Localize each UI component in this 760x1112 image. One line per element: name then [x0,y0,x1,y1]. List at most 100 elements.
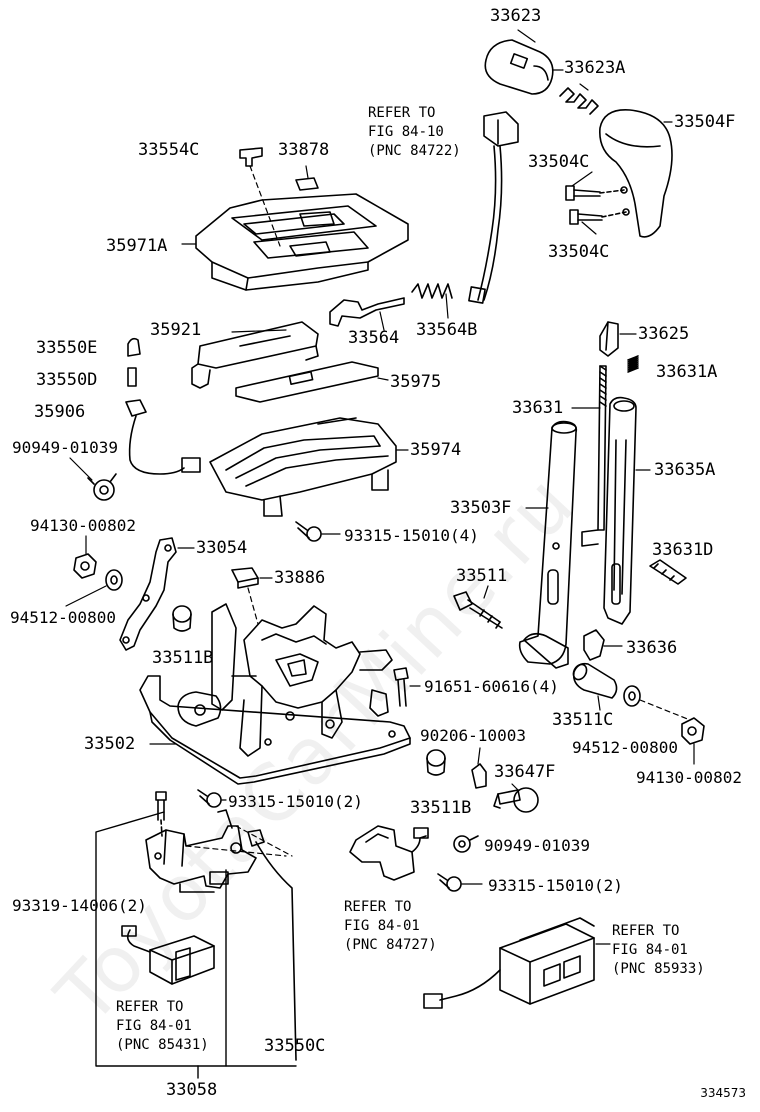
refer-line-2: FIG 84-10 [368,124,444,140]
refer-line-1: REFER TO [116,999,184,1015]
label-33647F: 33647F [494,762,556,782]
bracket-assembly [145,809,257,893]
plate-35975 [235,361,379,403]
refer-line-2: FIG 84-01 [116,1018,192,1034]
label-33511B-right: 33511B [410,798,472,818]
label-33511C: 33511C [552,710,614,730]
switch-35906 [125,399,201,475]
spring-33631A [627,355,639,373]
group-bracket-33058 [95,811,297,1079]
spring-33564B [411,283,453,299]
cover-35971A [195,193,409,291]
cap-33625 [599,321,619,357]
label-33886: 33886 [274,568,326,588]
label-90949-left: 90949-01039 [12,438,118,457]
refer-line-1: REFER TO [612,923,680,939]
refer-fig-84-10: REFER TO FIG 84-10 (PNC 84722) [368,104,461,161]
pin-33647F [493,787,539,813]
wire-harness-84722 [468,111,519,304]
part-33550D [127,367,137,387]
label-35971A: 35971A [106,236,168,256]
refer-line-1: REFER TO [368,105,436,121]
label-33564: 33564 [348,328,400,348]
pin-33564 [329,297,405,327]
label-33504C-upper: 33504C [528,152,590,172]
bolt-91651 [393,667,409,707]
pin-33631D [649,559,687,585]
bushing-33511B-left [172,605,192,632]
label-93315-c: 93315-15010(2) [488,876,623,895]
label-33504C-lower: 33504C [548,242,610,262]
housing-35974 [209,417,397,517]
label-35906: 35906 [34,402,86,422]
solenoid-85431 [121,925,215,985]
pin-33550C [247,829,297,1061]
label-33631D: 33631D [652,540,714,560]
nut-94130-left [73,553,97,579]
label-33635A: 33635A [654,460,716,480]
label-94512-right: 94512-00800 [572,738,678,757]
lever-33054 [119,537,177,651]
shift-knob-33504F [599,109,673,238]
bolt-93315-b [197,789,222,808]
label-33623: 33623 [490,6,542,26]
label-35974: 35974 [410,440,462,460]
bushing-33511B-right [426,749,446,776]
label-93315-b: 93315-15010(2) [228,792,363,811]
refer-line-2: FIG 84-01 [612,942,688,958]
bolt-93315-c [437,873,462,892]
label-35975: 35975 [390,372,442,392]
clamp-90949-right [453,835,479,853]
clamp-90949-left [87,473,117,501]
refer-fig-84-01-85431: REFER TO FIG 84-01 (PNC 85431) [116,998,209,1055]
clip-33636 [583,629,605,661]
label-33503F: 33503F [450,498,512,518]
pad-33878 [295,177,319,191]
refer-line-3: (PNC 84722) [368,143,461,159]
refer-fig-84-01-84727: REFER TO FIG 84-01 (PNC 84727) [344,898,437,955]
label-33511: 33511 [456,566,508,586]
label-33564B: 33564B [416,320,478,340]
clip-33554C [239,147,281,247]
label-93315-a: 93315-15010(4) [344,526,479,545]
label-94130-left: 94130-00802 [30,516,136,535]
pad-33886 [231,567,259,589]
spring-33623A [559,87,599,115]
label-33625: 33625 [638,324,690,344]
label-33631: 33631 [512,398,564,418]
label-33550D: 33550D [36,370,98,390]
refer-line-3: (PNC 85431) [116,1037,209,1053]
label-93319: 93319-14006(2) [12,896,147,915]
label-33631A: 33631A [656,362,718,382]
label-33058: 33058 [166,1080,218,1100]
clip-90206 [471,763,487,789]
screw-33504C-upper [565,185,625,201]
label-90206: 90206-10003 [420,726,526,745]
sleeve-33635A [603,396,637,625]
refer-line-2: FIG 84-01 [344,918,420,934]
bolt-33511 [453,591,503,629]
label-90949-right: 90949-01039 [484,836,590,855]
label-33054: 33054 [196,538,248,558]
label-94130-right: 94130-00802 [636,768,742,787]
bracket-35921 [191,321,319,389]
collar-33511C [572,662,618,699]
label-35921: 35921 [150,320,202,340]
nut-94130-right [681,717,705,745]
figure-number: 334573 [700,1086,746,1100]
refer-line-1: REFER TO [344,899,412,915]
refer-fig-84-01-85933: REFER TO FIG 84-01 (PNC 85933) [612,922,705,979]
refer-line-3: (PNC 85933) [612,961,705,977]
label-33636: 33636 [626,638,678,658]
label-33511B-left: 33511B [152,648,214,668]
label-91651: 91651-60616(4) [424,677,559,696]
base-33502 [139,603,411,785]
refer-line-3: (PNC 84727) [344,937,437,953]
lever-33503F [518,420,578,669]
screw-33504C-lower [569,209,627,225]
label-33504F: 33504F [674,112,736,132]
switch-84727 [349,825,429,881]
rod-33631 [581,365,607,547]
